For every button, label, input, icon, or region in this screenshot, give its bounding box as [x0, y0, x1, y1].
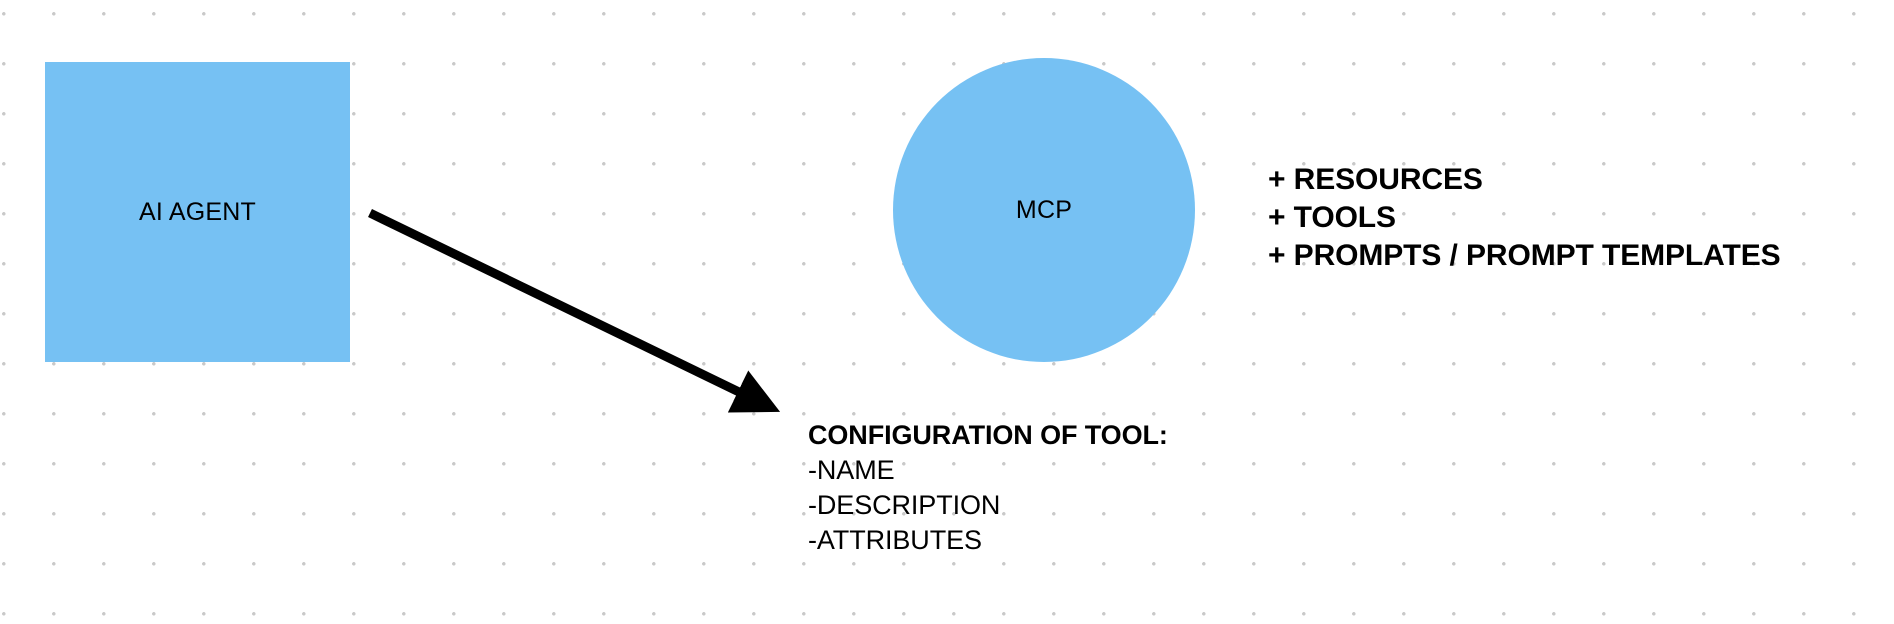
node-mcp-label: MCP	[1015, 195, 1073, 224]
mcp-features-list: + RESOURCES + TOOLS + PROMPTS / PROMPT T…	[1268, 161, 1781, 275]
configuration-title: CONFIGURATION OF TOOL:	[808, 420, 1168, 450]
configuration-item-attributes: -ATTRIBUTES	[808, 525, 982, 555]
arrow-line	[368, 208, 781, 413]
configuration-item-description: -DESCRIPTION	[808, 490, 1001, 520]
configuration-of-tool-block: CONFIGURATION OF TOOL: -NAME -DESCRIPTIO…	[808, 418, 1168, 558]
configuration-item-name: -NAME	[808, 455, 895, 485]
feature-line-resources: + RESOURCES	[1268, 163, 1483, 196]
node-ai-agent-label: AI AGENT	[139, 197, 256, 226]
feature-line-prompts: + PROMPTS / PROMPT TEMPLATES	[1268, 239, 1781, 272]
node-mcp[interactable]: MCP	[893, 58, 1195, 362]
feature-line-tools: + TOOLS	[1268, 201, 1396, 234]
node-ai-agent[interactable]: AI AGENT	[45, 62, 350, 362]
